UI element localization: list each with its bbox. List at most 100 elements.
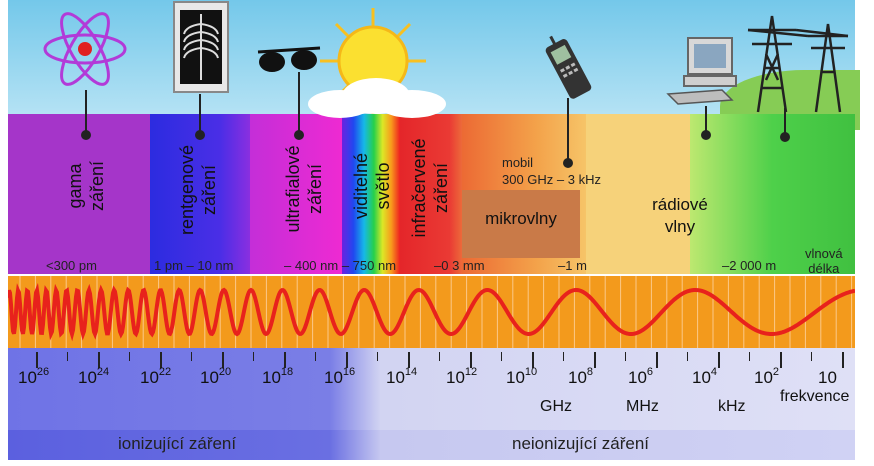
frequency-tick bbox=[687, 352, 688, 361]
pointer-pylon-dot bbox=[780, 132, 790, 142]
computer-icon bbox=[666, 37, 737, 105]
wavelength-axis-label-line1: vlnová bbox=[805, 246, 843, 261]
band-infrared bbox=[400, 114, 462, 274]
label-visible-line2: světlo bbox=[373, 162, 393, 210]
label-visible-line1: viditelné bbox=[351, 152, 371, 220]
frequency-tick bbox=[470, 352, 472, 368]
band-microwave-box bbox=[462, 190, 580, 258]
label-radio-line2: vlny bbox=[664, 217, 696, 236]
frequency-strip bbox=[8, 348, 855, 430]
unit-khz: kHz bbox=[718, 398, 746, 415]
wavelength-xray: 1 pm – 10 nm bbox=[154, 258, 234, 273]
xray-film-icon bbox=[173, 1, 229, 93]
band-radio bbox=[586, 114, 690, 274]
freq-exp-22: 1022 bbox=[140, 366, 172, 387]
label-infrared: infračervené záření bbox=[408, 128, 452, 248]
frequency-tick bbox=[439, 352, 440, 361]
band-gamma bbox=[8, 114, 150, 274]
label-mobile-line2: 300 GHz – 3 kHz bbox=[502, 172, 601, 187]
pointer-uv-dot bbox=[294, 130, 304, 140]
label-gamma-line2: záření bbox=[87, 160, 107, 212]
frequency-tick bbox=[346, 352, 348, 368]
freq-exp-14: 1014 bbox=[386, 366, 418, 387]
pointer-gamma bbox=[85, 90, 87, 134]
power-pylon-icon bbox=[747, 15, 849, 113]
label-infrared-line1: infračervené bbox=[409, 138, 429, 238]
label-microwaves-text: mikrovlny bbox=[485, 209, 557, 228]
band-visible bbox=[342, 114, 400, 274]
wavelength-axis-label-line2: délka bbox=[808, 261, 840, 276]
mobile-phone-icon bbox=[545, 35, 592, 99]
ionization-strip bbox=[8, 430, 855, 460]
pointer-gamma-dot bbox=[81, 130, 91, 140]
atom-icon bbox=[43, 12, 127, 86]
frequency-tick bbox=[284, 352, 286, 368]
frequency-tick bbox=[749, 352, 750, 361]
frequency-tick bbox=[67, 352, 68, 361]
frequency-tick bbox=[532, 352, 534, 368]
freq-exp-8: 108 bbox=[568, 366, 594, 387]
frequency-tick bbox=[36, 352, 38, 368]
pointer-xray-dot bbox=[195, 130, 205, 140]
freq-exp-24: 1024 bbox=[78, 366, 110, 387]
frequency-tick bbox=[315, 352, 316, 361]
pointer-mobile bbox=[567, 98, 569, 162]
frequency-tick bbox=[501, 352, 502, 361]
label-gamma-line1: gama bbox=[65, 163, 85, 209]
wavelength-microwave: –1 m bbox=[558, 258, 587, 273]
unit-mhz: MHz bbox=[626, 398, 659, 415]
wavelength-radio: –2 000 m bbox=[722, 258, 777, 273]
em-wave-line bbox=[8, 282, 855, 342]
frequency-tick bbox=[656, 352, 658, 368]
label-mobile-line1: mobil bbox=[502, 155, 534, 170]
unit-ghz: GHz bbox=[540, 398, 572, 415]
band-xray bbox=[150, 114, 250, 274]
wavelength-axis-label: vlnová délka bbox=[805, 246, 843, 276]
label-radio-line1: rádiové bbox=[652, 195, 708, 214]
freq-last: 10 bbox=[818, 368, 837, 387]
frequency-tick bbox=[377, 352, 378, 361]
frequency-tick bbox=[253, 352, 254, 361]
label-xray-line2: záření bbox=[199, 164, 219, 216]
freq-exp-26: 1026 bbox=[18, 366, 50, 387]
label-microwaves: mikrovlny bbox=[462, 208, 580, 230]
frequency-tick bbox=[718, 352, 720, 368]
freq-exp-4: 104 bbox=[692, 366, 718, 387]
freq-exp-2: 102 bbox=[754, 366, 780, 387]
label-gamma: gama záření bbox=[64, 140, 108, 232]
band-radio-green bbox=[690, 114, 855, 274]
sunglasses-icon bbox=[257, 46, 321, 72]
cloud-icon bbox=[308, 78, 446, 118]
freq-exp-12: 1012 bbox=[446, 366, 478, 387]
pointer-computer bbox=[705, 106, 707, 134]
label-xray-line1: rentgenové bbox=[177, 144, 197, 236]
label-ionizing: ionizující záření bbox=[118, 434, 237, 453]
frequency-tick bbox=[408, 352, 410, 368]
freq-exp-18: 1018 bbox=[262, 366, 294, 387]
frequency-axis-label: frekvence bbox=[780, 388, 850, 405]
frequency-tick bbox=[98, 352, 100, 368]
frequency-tick bbox=[191, 352, 192, 361]
label-uv-line1: ultrafialové bbox=[283, 145, 303, 233]
frequency-tick bbox=[594, 352, 596, 368]
frequency-tick bbox=[160, 352, 162, 368]
pointer-computer-dot bbox=[701, 130, 711, 140]
freq-exp-20: 1020 bbox=[200, 366, 232, 387]
frequency-tick bbox=[625, 352, 626, 361]
label-xray: rentgenové záření bbox=[176, 130, 220, 250]
label-infrared-line2: záření bbox=[431, 162, 451, 214]
frequency-tick bbox=[811, 352, 812, 361]
freq-exp-10: 1010 bbox=[506, 366, 538, 387]
label-visible: viditelné světlo bbox=[350, 132, 394, 240]
label-mobile: mobil 300 GHz – 3 kHz bbox=[502, 154, 601, 188]
wavelength-gamma: <300 pm bbox=[46, 258, 97, 273]
frequency-tick bbox=[780, 352, 782, 368]
label-non-ionizing: neionizující záření bbox=[512, 434, 650, 453]
wavelength-visible: – 400 nm – 750 nm bbox=[284, 258, 397, 273]
frequency-tick bbox=[222, 352, 224, 368]
freq-exp-6: 106 bbox=[628, 366, 654, 387]
label-radio: rádiové vlny bbox=[640, 194, 720, 238]
frequency-tick bbox=[129, 352, 130, 361]
pointer-pylon bbox=[784, 108, 786, 136]
